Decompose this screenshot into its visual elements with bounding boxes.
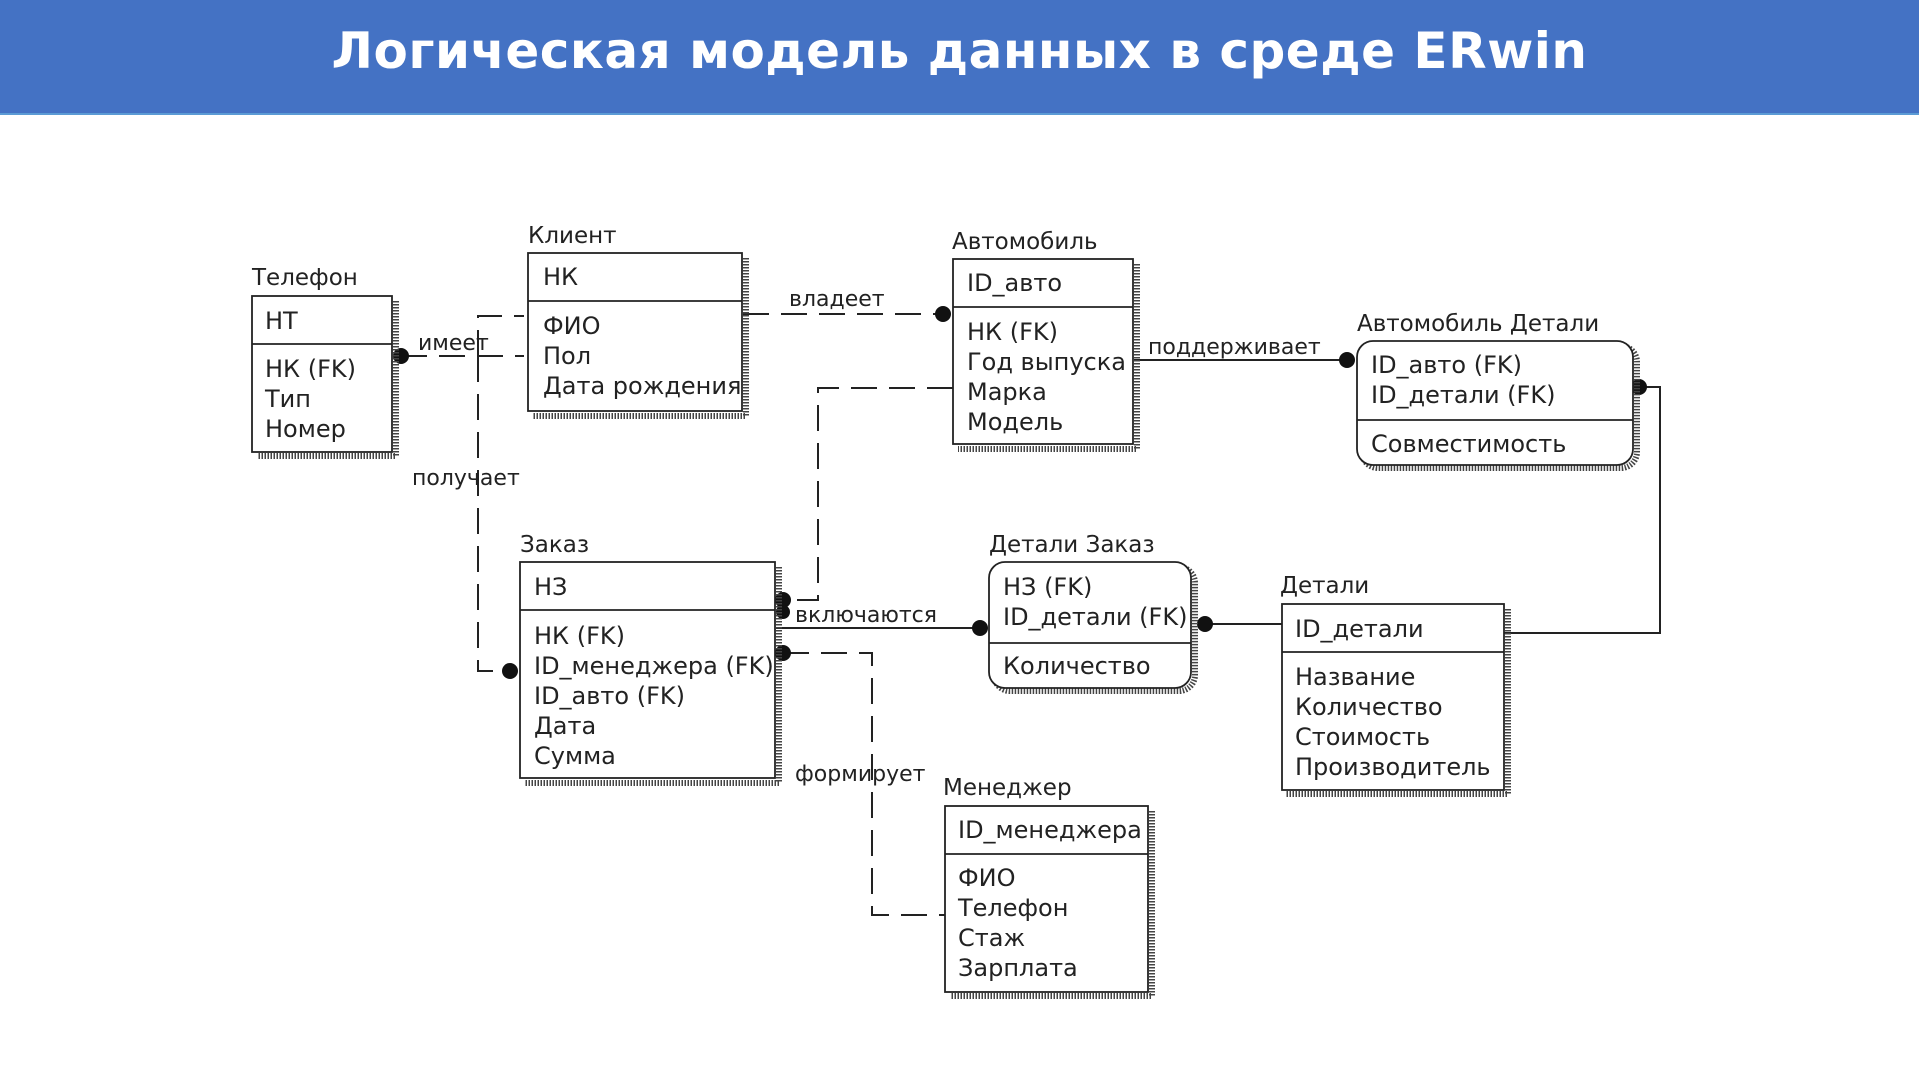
entity-attr: Номер (265, 415, 346, 443)
entity-avtomobil-detali: Автомобиль Детали ID_авто (FK) ID_детали… (1356, 311, 1640, 471)
entity-attr: Дата (534, 712, 596, 740)
entity-detali-zakaz: Детали Заказ НЗ (FK) ID_детали (FK) Коли… (988, 532, 1198, 694)
entity-attr: Сумма (534, 742, 616, 770)
entity-name: Телефон (251, 265, 358, 291)
entity-key-attr: ID_менеджера (958, 816, 1142, 844)
entity-attr: Совместимость (1371, 430, 1566, 458)
entity-name: Заказ (520, 532, 589, 558)
entity-attr: ID_авто (FK) (534, 682, 685, 710)
entity-avtomobil: Автомобиль ID_авто НК (FK) Год выпуска М… (952, 229, 1140, 452)
entity-attr: Количество (1003, 652, 1151, 680)
entity-shadow (958, 264, 1140, 452)
entity-name: Клиент (528, 223, 617, 249)
relationship-line-poluchaet (477, 356, 510, 672)
relationship-label-formiruet: формирует (795, 762, 926, 787)
entity-shadow (525, 567, 782, 786)
entity-box (952, 258, 1134, 445)
entity-key-attr: НТ (265, 307, 298, 335)
title-banner: Логическая модель данных в среде ERwin (0, 0, 1919, 115)
entity-attr: Телефон (957, 894, 1068, 922)
entity-box (1281, 603, 1505, 791)
entity-key-attr: НЗ (534, 573, 567, 601)
entity-key-attr: ID_детали (FK) (1003, 603, 1187, 631)
entity-telefon: Телефон НТ НК (FK) Тип Номер (251, 265, 399, 459)
relationship-endpoint-dot (972, 620, 988, 636)
entity-attr: Модель (967, 408, 1063, 436)
entity-attr: Год выпуска (967, 348, 1126, 376)
relationship-label-vklyuchayutsya: включаются (795, 603, 937, 628)
relationship-label-imeet: имеет (418, 331, 489, 356)
relationship-endpoint-dot (502, 663, 518, 679)
entity-name: Детали (1280, 573, 1369, 599)
entity-attr: Дата рождения (543, 372, 741, 400)
entity-klient: Клиент НК ФИО Пол Дата рождения (527, 223, 749, 419)
relationship-label-vladeet: владеет (789, 287, 885, 312)
entity-box (527, 252, 743, 412)
entity-attr: ФИО (543, 312, 601, 340)
entity-attr: Марка (967, 378, 1047, 406)
relationship-endpoint-dot (1339, 352, 1355, 368)
entity-attr: НК (FK) (967, 318, 1058, 346)
entity-name: Автомобиль Детали (1357, 311, 1599, 337)
relationship-label-podderzhivaet: поддерживает (1148, 335, 1321, 360)
entity-name: Автомобиль (952, 229, 1098, 255)
entity-shadow (257, 301, 399, 459)
entity-name: Детали Заказ (989, 532, 1155, 558)
relationship-endpoint-dot (935, 306, 951, 322)
entity-attr: Стоимость (1295, 723, 1430, 751)
relationship-label-poluchaet: получает (412, 466, 520, 491)
entity-key-attr: НЗ (FK) (1003, 573, 1092, 601)
entity-key-attr: ID_авто (967, 269, 1062, 297)
relationship-line-detali-avto-det (1504, 386, 1661, 634)
relationship-line-formiruet (783, 652, 945, 916)
entity-box (519, 561, 776, 779)
entity-attr: НК (FK) (534, 622, 625, 650)
entity-detali: Детали ID_детали Название Количество Сто… (1280, 573, 1511, 797)
entity-name: Менеджер (943, 775, 1072, 801)
entity-attr: Тип (264, 385, 311, 413)
entity-menedzher: Менеджер ID_менеджера ФИО Телефон Стаж З… (943, 775, 1155, 999)
entity-box (944, 805, 1149, 993)
entity-attr: Название (1295, 663, 1415, 691)
entity-attr: Пол (543, 342, 591, 370)
entity-attr: ФИО (958, 864, 1016, 892)
entity-key-attr: ID_детали (1295, 615, 1424, 643)
entity-attr: Количество (1295, 693, 1443, 721)
entity-attr: Производитель (1295, 753, 1491, 781)
entity-key-attr: ID_детали (FK) (1371, 381, 1555, 409)
entity-key-attr: ID_авто (FK) (1371, 351, 1522, 379)
entity-attr: Стаж (958, 924, 1025, 952)
entity-zakaz: Заказ НЗ НК (FK) ID_менеджера (FK) ID_ав… (519, 532, 782, 786)
relationship-line-imeet (401, 315, 524, 357)
relationship-endpoint-dot (1197, 616, 1213, 632)
relationship-line-avto-zakaz (783, 387, 953, 601)
entity-box (988, 561, 1192, 689)
entity-key-attr: НК (543, 263, 578, 291)
entity-shadow (533, 258, 749, 419)
page-title: Логическая модель данных в среде ERwin (331, 22, 1588, 80)
entity-shadow (1286, 609, 1511, 797)
entity-attr: ID_менеджера (FK) (534, 652, 774, 680)
relationship-endpoint-dot (775, 645, 791, 661)
entity-box (1356, 340, 1634, 466)
entity-box (251, 295, 393, 453)
entity-attr: Зарплата (958, 954, 1078, 982)
entity-attr: НК (FK) (265, 355, 356, 383)
